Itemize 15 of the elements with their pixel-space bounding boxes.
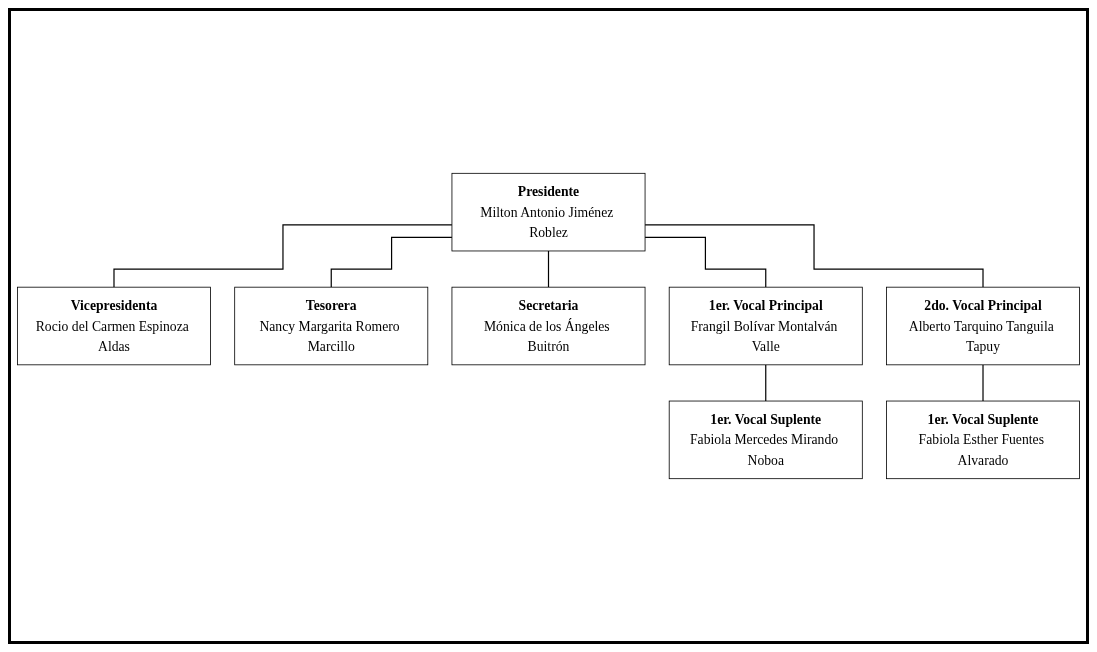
node-box: Vicepresidenta Rocio del Carmen Espinoza Aldas [17,286,211,366]
connector [644,224,984,288]
node-box: Secretaria Mónica de los Ángeles Buitrón [451,286,646,366]
node-box: Presidente Milton Antonio Jiménez Roblez [451,172,646,252]
connector [330,236,453,288]
connector [113,224,453,288]
connector [982,364,984,402]
node-box: 1er. Vocal Suplente Fabiola Mercedes Mirando Noboa [668,400,863,480]
node-box: 1er. Vocal Principal Frangil Bolívar Montalván Valle [668,286,863,366]
connector [547,250,550,288]
node-box: 2do. Vocal Principal Alberto Tarquino Tanguila Tapuy [886,286,1080,366]
node-box: Tesorera Nancy Margarita Romero Marcillo [234,286,429,366]
node-box: 1er. Vocal Suplente Fabiola Esther Fuentes Alvarado [886,400,1080,480]
connector [765,364,767,402]
connector [644,236,767,288]
